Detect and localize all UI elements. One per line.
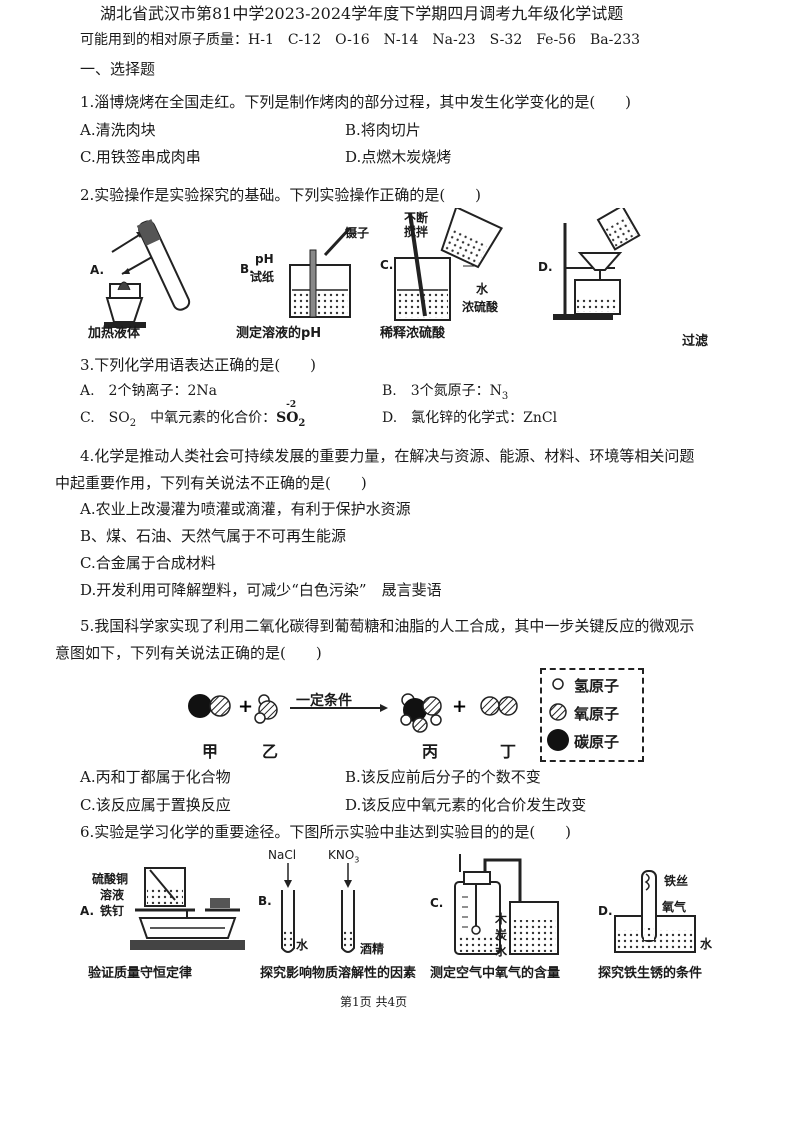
q5-stem-line-2: 意图如下，下列有关说法正确的是( )	[55, 644, 322, 662]
q6-stem: 6.实验是学习化学的重要途径。下图所示实验中韭达到实验目的的是( )	[80, 823, 572, 841]
svg-text:+: +	[452, 696, 467, 717]
q6-fig-a-label-1: 硫酸铜	[92, 872, 129, 886]
q5-label-bing: 丙	[422, 742, 439, 761]
section-heading: 一、选择题	[80, 60, 156, 78]
q6-fig-b-caption: 探究影响物质溶解性的因素	[260, 966, 417, 981]
q6-fig-c-water: 水	[495, 944, 508, 958]
q1-stem: 1.淄博烧烤在全国走红。下列是制作烤肉的部分过程，其中发生化学变化的是( )	[80, 93, 632, 111]
q2-fig-c-water-label: 水	[476, 282, 489, 296]
q4-option-c: C.合金属于合成材料	[80, 554, 216, 572]
q2-fig-c-stir-label-2: 搅拌	[404, 225, 429, 239]
q1-option-d: D.点燃木炭烧烤	[345, 148, 452, 166]
q6-fig-c-charcoal-1: 木	[495, 912, 508, 926]
q5-legend-oxygen: 氧原子	[574, 705, 620, 723]
q2-fig-b-paper-label: 试纸	[250, 270, 275, 284]
q6-fig-d-letter: D.	[598, 904, 613, 918]
q3-option-c: C. SO2 中氧元素的化合价：SO2-2	[80, 400, 306, 429]
q6-figure-iron-rust	[614, 870, 696, 953]
q6-fig-b-letter: B.	[258, 894, 272, 908]
q2-fig-d-letter: D.	[538, 260, 553, 274]
q4-option-a: A.农业上改漫灌为喷灌或滴灌，有利于保护水资源	[80, 500, 411, 518]
q2-fig-c-stir-label-1: 不断	[404, 211, 429, 225]
svg-text:+: +	[238, 696, 253, 717]
q6-fig-c-caption: 测定空气中氧气的含量	[430, 966, 561, 981]
q2-fig-b-letter: B.	[240, 262, 254, 276]
hydrogen-atom-icon	[552, 678, 564, 690]
q5-label-jia: 甲	[202, 742, 219, 761]
q5-legend-hydrogen: 氢原子	[574, 677, 620, 695]
q3-option-b: B. 3个氮原子：N3	[382, 383, 509, 402]
q5-stem-line-1: 5.我国科学家实现了利用二氧化碳得到葡萄糖和油脂的人工合成，其中一步关键反应的微…	[80, 617, 695, 635]
q6-fig-a-label-3: 铁钉	[100, 904, 125, 918]
q6-fig-b-alcohol: 酒精	[360, 942, 385, 956]
q4-stem-line-1: 4.化学是推动人类社会可持续发展的重要力量，在解决与资源、能源、材料、环境等相关…	[80, 447, 695, 465]
q6-fig-a-label-2: 溶液	[100, 888, 125, 902]
q6-fig-b-water: 水	[296, 938, 309, 952]
q6-fig-d-wire: 铁丝	[664, 874, 689, 888]
q2-fig-b-caption: 测定溶液的pH	[236, 326, 322, 341]
q5-label-yi: 乙	[262, 742, 279, 761]
q2-fig-b-tweezers-label: 镊子	[345, 226, 370, 240]
q5-option-d: D.该反应中氧元素的化合价发生改变	[345, 796, 587, 814]
q3-stem: 3.下列化学用语表达正确的是( )	[80, 356, 317, 374]
q1-option-a: A.清洗肉块	[80, 121, 156, 139]
q2-fig-c-acid-label: 浓硫酸	[462, 300, 499, 314]
q2-fig-c-caption: 稀释浓硫酸	[380, 326, 446, 341]
q6-figure-oxygen-content	[454, 854, 559, 955]
q2-stem: 2.实验操作是实验探究的基础。下列实验操作正确的是( )	[80, 186, 482, 204]
q2-fig-a-caption: 加热液体	[88, 326, 141, 341]
q4-stem-line-2: 中起重要作用，下列有关说法不正确的是( )	[55, 474, 367, 492]
q6-fig-a-letter: A.	[80, 904, 95, 918]
q2-fig-d-caption: 过滤	[682, 334, 709, 349]
atomic-masses: 可能用到的相对原子质量：H-1 C-12 O-16 N-14 Na-23 S-3…	[80, 32, 641, 48]
q6-fig-b-nacl: NaCl	[268, 848, 297, 862]
q2-fig-c-letter: C.	[380, 258, 394, 272]
q6-figure-balance	[130, 867, 245, 950]
oxygen-atom-icon	[549, 703, 567, 721]
q3-option-d: D. 氯化锌的化学式：ZnCl	[382, 410, 558, 426]
q2-figure-heating-liquid	[104, 219, 191, 328]
q5-option-b: B.该反应前后分子的个数不变	[345, 768, 541, 786]
q5-reaction-diagram: + +	[188, 693, 518, 733]
q2-fig-a-letter: A.	[90, 263, 105, 277]
q2-figure-ph-test	[289, 226, 352, 318]
q5-option-a: A.丙和丁都属于化合物	[80, 768, 231, 786]
q2-fig-b-ph-label: pH	[255, 252, 274, 266]
q6-fig-c-letter: C.	[430, 896, 444, 910]
q2-figure-dilute-acid	[394, 208, 504, 321]
q6-figure-test-tubes	[281, 863, 355, 953]
q6-fig-d-caption: 探究铁生锈的条件	[598, 966, 703, 981]
q1-option-b: B.将肉切片	[345, 121, 421, 139]
q5-option-c: C.该反应属于置换反应	[80, 796, 231, 814]
page-footer: 第1页 共4页	[340, 995, 408, 1009]
carbon-atom-icon	[547, 729, 569, 751]
q5-label-ding: 丁	[500, 742, 517, 761]
q6-fig-d-water: 水	[700, 937, 713, 951]
q6-fig-b-kno3: KNO3	[328, 848, 360, 865]
q3-option-a: A. 2个钠离子：2Na	[80, 383, 217, 399]
q6-fig-c-charcoal-2: 炭	[495, 928, 508, 942]
exam-title: 湖北省武汉市第81中学2023-2024学年度下学期四月调考九年级化学试题	[100, 4, 624, 23]
q2-figure-filtration	[553, 208, 641, 320]
q4-option-d: D.开发利用可降解塑料，可减少“白色污染” 晟言斐语	[80, 581, 442, 599]
q5-legend-symbols	[547, 678, 569, 751]
q6-fig-a-caption: 验证质量守恒定律	[88, 966, 193, 981]
q5-condition-label: 一定条件	[296, 693, 352, 709]
q1-option-c: C.用铁签串成肉串	[80, 148, 201, 166]
q5-legend	[540, 668, 644, 762]
q6-fig-d-oxygen: 氧气	[662, 900, 687, 914]
q4-option-b: B、煤、石油、天然气属于不可再生能源	[80, 527, 347, 545]
q5-legend-carbon: 碳原子	[574, 733, 620, 751]
